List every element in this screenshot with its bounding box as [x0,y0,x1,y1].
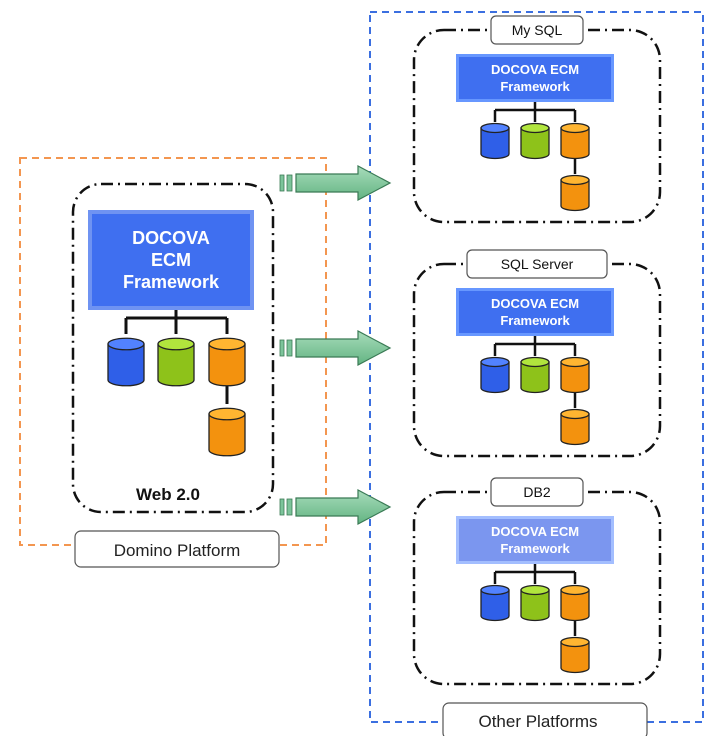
db-label: My SQL [512,22,563,38]
target-db-orange-lower [560,408,590,446]
db-label: SQL Server [501,256,574,272]
target-db-orange [560,122,590,160]
other-platforms-border [369,11,704,723]
migration-arrow [279,489,392,525]
target-framework-line1: DOCOVA ECM [491,524,579,539]
main-framework-line3: Framework [123,272,220,292]
target-framework-box: DOCOVA ECM Framework [456,288,614,336]
target-db-blue [480,584,510,622]
main-framework-line1: DOCOVA [132,228,210,248]
main-framework-line2: ECM [151,250,191,270]
other-platforms-label-box [442,702,648,736]
main-db-orange [208,337,246,387]
main-db-green [157,337,195,387]
target-framework-line2: Framework [500,313,570,328]
target-db-orange [560,584,590,622]
web20-caption: Web 2.0 [136,485,200,504]
target-db-blue [480,122,510,160]
target-db-blue [480,356,510,394]
target-databases [480,356,590,446]
db-label-box [490,15,584,45]
main-framework-box: DOCOVA ECM Framework [88,210,254,310]
db-label: DB2 [523,484,550,500]
target-db-orange-lower [560,636,590,674]
target-db-green [520,356,550,394]
target-db-green [520,122,550,160]
domino-platform-label: Domino Platform [114,541,241,560]
other-platforms-label: Other Platforms [478,712,597,731]
migration-arrow [279,165,392,201]
target-db-orange-lower [560,174,590,212]
target-framework-line1: DOCOVA ECM [491,296,579,311]
db-label-box [466,249,608,279]
target-connectors [493,102,577,174]
target-framework-line1: DOCOVA ECM [491,62,579,77]
domino-platform-label-box [74,530,280,568]
db-label-box [490,477,584,507]
migration-arrow [279,330,392,366]
target-connectors [493,564,577,636]
target-databases [480,584,590,674]
target-framework-line2: Framework [500,79,570,94]
target-db-green [520,584,550,622]
target-framework-line2: Framework [500,541,570,556]
main-connectors [124,310,229,404]
target-db-orange [560,356,590,394]
main-db-blue [107,337,145,387]
target-framework-box: DOCOVA ECM Framework [456,516,614,564]
target-framework-box: DOCOVA ECM Framework [456,54,614,102]
target-databases [480,122,590,212]
target-platform-1: My SQL DOCOVA ECM Framework [412,15,662,224]
main-db-orange-lower [208,407,246,457]
target-connectors [493,336,577,408]
